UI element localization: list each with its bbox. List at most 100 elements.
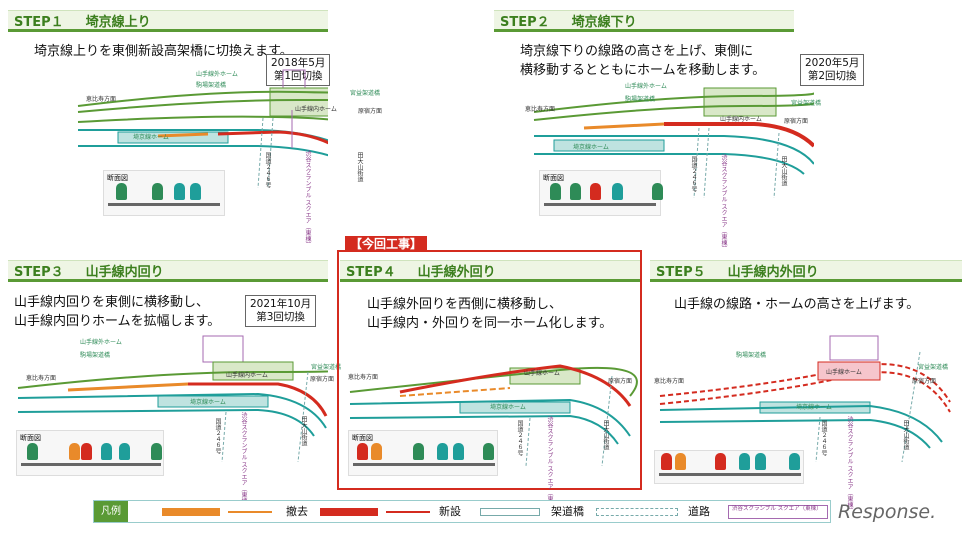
removed-track [583, 122, 665, 130]
new-track [399, 364, 632, 407]
label-yamanote-outer-home: 山手線外ホーム [196, 71, 238, 78]
section-title: 断面図 [543, 174, 564, 182]
step2-title: 埼京線下り [571, 14, 637, 30]
train-yamanote [550, 183, 561, 200]
legend-overpass-label: 架道橋 [551, 505, 584, 518]
step3-header: STEP３ 山手線内回り [8, 260, 328, 282]
step4-title: 山手線外回り [417, 264, 496, 280]
step5-step-label: STEP５ [656, 264, 706, 280]
step3-panel: STEP３ 山手線内回り 山手線内回りを東側に横移動し、 山手線内回りホームを拡… [8, 260, 341, 510]
train-yamanote [152, 183, 163, 200]
road-246-a [257, 117, 264, 188]
legend-new-label: 新設 [439, 505, 461, 518]
step1-panel: STEP１ 埼京線上り 埼京線上りを東側新設高架橋に切換えます。 2018年5月… [8, 10, 382, 248]
label-yamanote-outer-home: 山手線外ホーム [625, 83, 667, 90]
train-yamanote-removed [69, 443, 80, 460]
label-yamanote-home: 山手線ホーム [524, 370, 560, 377]
yamanote-home-block [817, 361, 881, 381]
legend-road-swatch [596, 508, 678, 516]
label-scramble: 渋谷スクランブル スクエア（東棟） [240, 412, 247, 510]
train-saikyo [190, 183, 201, 200]
train-yamanote [116, 183, 127, 200]
train-yamanote [151, 443, 162, 460]
saikyo-home [117, 131, 229, 144]
train-yamanote-new [661, 453, 672, 470]
legend-overpass-swatch [480, 508, 540, 516]
station-block [703, 87, 777, 117]
step1-step-label: STEP１ [14, 14, 64, 30]
step1-track-diagram [77, 69, 328, 188]
step4-step-label: STEP４ [346, 264, 396, 280]
train-yamanote [652, 183, 663, 200]
label-tamagawa: 田大山街道 [902, 420, 909, 450]
track-teal-2 [659, 418, 931, 449]
step3-title: 山手線内回り [85, 264, 164, 280]
track-teal-1 [17, 392, 327, 429]
current-work-tag: 【今回工事】 [345, 236, 428, 252]
removed-track [157, 132, 209, 138]
label-route246: 国道２４６号 [214, 418, 221, 454]
step4-panel: STEP４ 山手線外回り 山手線外回りを西側に横移動し、 山手線内・外回りを同一… [340, 260, 640, 514]
step2-header: STEP２ 埼京線下り [494, 10, 794, 32]
new-track [217, 130, 328, 145]
section-ground [353, 463, 495, 466]
new-track [188, 382, 328, 417]
track-green-1 [349, 366, 638, 397]
legend-road-label: 道路 [688, 505, 710, 518]
track-green-1 [533, 92, 814, 113]
label-ebisu: 恵比寿方面 [654, 378, 685, 385]
label-scramble: 渋谷スクランブル スクエア（東棟） [546, 416, 553, 514]
road-tamagawa [601, 375, 613, 466]
road-246-b [703, 127, 710, 198]
step2-section: 断面図 [539, 170, 663, 216]
label-harajuku: 原宿方面 [784, 118, 809, 125]
label-route246: 国道２４６号 [264, 152, 271, 188]
new-track [664, 122, 814, 148]
road-tamagawa [773, 132, 780, 198]
section-ground [659, 473, 801, 476]
train-saikyo [453, 443, 464, 460]
step5-section [654, 450, 804, 484]
track-green-1 [77, 90, 328, 107]
train-yamanote [570, 183, 581, 200]
step5-track-diagram [659, 335, 951, 462]
train-yamanote [413, 443, 424, 460]
label-miyamasuzaka: 宮益架道橋 [311, 364, 342, 371]
train-yamanote-new [357, 443, 368, 460]
label-ebisu: 恵比寿方面 [26, 375, 57, 382]
track-green-3 [77, 115, 328, 123]
track-teal-2 [78, 145, 328, 157]
step1-section: 断面図 [103, 170, 225, 216]
section-title: 断面図 [20, 434, 41, 442]
step1-header: STEP１ 埼京線上り [8, 10, 328, 32]
scramble-outline [829, 335, 879, 361]
train-saikyo [101, 443, 112, 460]
step4-description: 山手線外回りを西側に横移動し、 山手線内・外回りを同一ホーム化します。 [367, 297, 613, 331]
saikyo-home [157, 395, 269, 408]
train-saikyo [174, 183, 185, 200]
label-harajuku: 原宿方面 [310, 376, 335, 383]
legend-scramble-label: 渋谷スクランブル スクエア（東棟） [732, 506, 822, 512]
legend-new-swatch [320, 508, 430, 516]
label-miyamasuzaka: 宮益架道橋 [350, 90, 381, 97]
train-saikyo [119, 443, 130, 460]
step5-title: 山手線内外回り [727, 264, 819, 280]
label-harajuku: 原宿方面 [912, 378, 937, 385]
label-komaba: 駒場架道橋 [625, 96, 656, 103]
label-harajuku: 原宿方面 [358, 108, 383, 115]
track-teal-2 [534, 153, 805, 175]
label-tamagawa: 田大山街道 [356, 152, 363, 182]
step4-header: STEP４ 山手線外回り [340, 260, 640, 282]
label-tamagawa: 田大山街道 [300, 416, 307, 446]
label-scramble: 渋谷スクランブル スクエア（東棟） [846, 416, 853, 514]
new-track [659, 363, 951, 403]
train-saikyo [789, 453, 800, 470]
step1-description: 埼京線上りを東側新設高架橋に切換えます。 [34, 44, 293, 59]
track-green-2 [533, 102, 814, 121]
label-saikyo-home: 埼京線ホーム [573, 144, 609, 151]
step4-section: 断面図 [348, 430, 498, 476]
train-yamanote-new [715, 453, 726, 470]
section-ground [21, 463, 161, 466]
train-saikyo-new [590, 183, 601, 200]
legend-scramble-swatch [728, 505, 828, 519]
